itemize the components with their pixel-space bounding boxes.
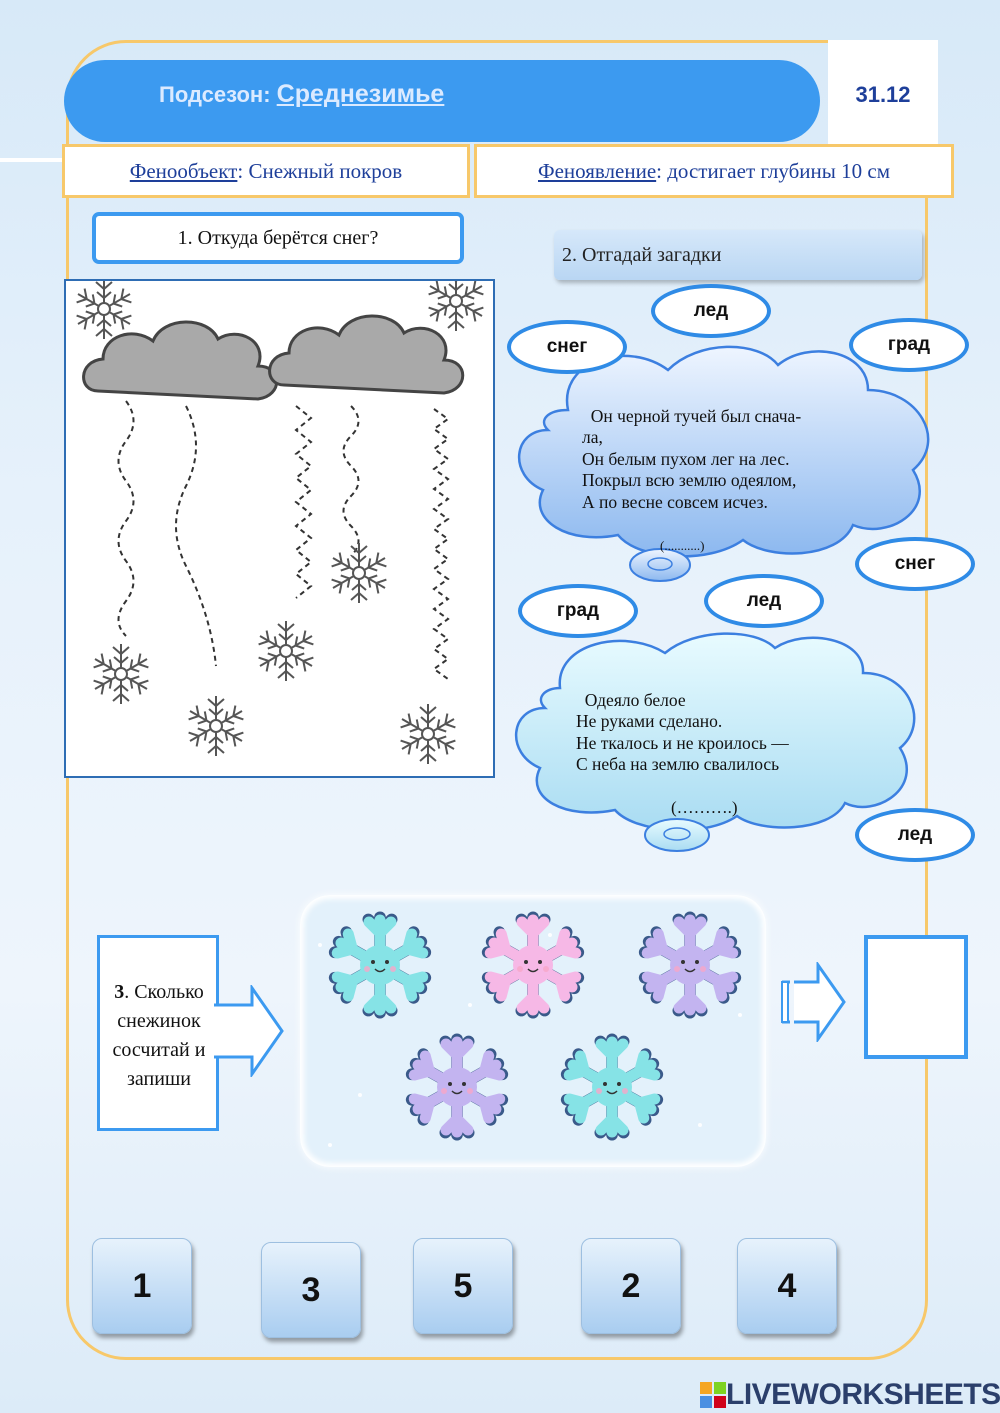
riddle-1-line: Он белым пухом лег на лес. (582, 448, 790, 469)
number-button-2[interactable]: 2 (581, 1238, 681, 1334)
phenoobject-label: Фенообъект (129, 158, 238, 183)
riddle-2-option-led[interactable]: лед (704, 574, 824, 628)
riddle-2-cloud (514, 632, 916, 852)
header-banner: Подсезон: Среднезимье (64, 60, 820, 142)
riddle-1-answer-blank: (...........) (660, 537, 705, 553)
number-button-4[interactable]: 4 (737, 1238, 837, 1334)
decorative-line (0, 158, 70, 162)
phenomenon-label: Феноявление (538, 158, 657, 183)
riddle-2-text: Одеяло белое Не руками сделано. Не ткало… (576, 668, 789, 840)
question-2: 2. Отгадай загадки (554, 230, 922, 280)
subseason-value: Среднезимье (276, 80, 445, 108)
counting-snowflake (645, 917, 736, 1012)
riddle-1-line: ла, (582, 427, 603, 447)
number-button-5[interactable]: 5 (413, 1238, 513, 1334)
phenoobject-box: Фенообъект: Снежный покров (62, 144, 470, 198)
riddle-1-option-sneg-2[interactable]: снег (855, 537, 975, 591)
riddle-2-line: Одеяло белое (584, 689, 686, 710)
arrow-right-icon (214, 985, 284, 1077)
question-3-box (97, 935, 219, 1131)
arrow-right-icon-2 (781, 962, 846, 1042)
riddle-1-line: А по весне совсем исчез. (582, 491, 768, 512)
counting-snowflake (488, 917, 579, 1012)
phenoobject-value: : Снежный покров (237, 158, 403, 183)
snowflakes-to-count (318, 895, 742, 1147)
liveworksheets-logo: LIVEWORKSHEETS (700, 1378, 1000, 1412)
logo-text: LIVEWORKSHEETS (726, 1378, 1000, 1411)
riddle-2-option-grad[interactable]: град (518, 584, 638, 638)
snow-clouds-picture (64, 279, 495, 778)
riddle-1-option-grad[interactable]: град (849, 318, 969, 372)
riddle-1-line: Он черной тучей был снача- (590, 405, 802, 426)
counting-snowflake (335, 917, 426, 1012)
phenomenon-box: Феноявление: достигает глубины 10 см (474, 144, 954, 198)
logo-icon (700, 1382, 726, 1408)
riddle-2-line: С неба на землю свалилось (576, 754, 780, 774)
count-answer-box[interactable] (864, 935, 968, 1059)
riddle-1-cloud (517, 345, 930, 582)
riddle-2-line: Не ткалось и не кроилось — (576, 732, 789, 753)
riddle-2-answer-blank: (……….) (671, 798, 738, 817)
phenomenon-value: : достигает глубины 10 см (656, 158, 890, 183)
riddle-1-option-sneg[interactable]: снег (507, 320, 627, 374)
riddle-1-option-led[interactable]: лед (651, 284, 771, 338)
subseason: Подсезон: Среднезимье (159, 80, 445, 108)
clouds-snowflakes-illustration (66, 281, 493, 776)
riddle-1-line: Покрыл всю землю одеялом, (582, 470, 797, 490)
snowflakes-panel (300, 895, 766, 1167)
number-button-1[interactable]: 1 (92, 1238, 192, 1334)
riddle-2-option-led-2[interactable]: лед (855, 808, 975, 862)
number-button-3[interactable]: 3 (261, 1242, 361, 1338)
question-1: 1. Откуда берётся снег? (92, 212, 464, 264)
question-3-text: 3. Сколько снежинок сосчитай и запиши (112, 981, 206, 1090)
counting-snowflake (412, 1039, 503, 1134)
counting-snowflake (567, 1039, 658, 1134)
riddle-1-text: Он черной тучей был снача- ла, Он белым … (582, 384, 801, 578)
date-label: 31.12 (828, 40, 938, 150)
riddle-2-line: Не руками сделано. (576, 711, 723, 731)
